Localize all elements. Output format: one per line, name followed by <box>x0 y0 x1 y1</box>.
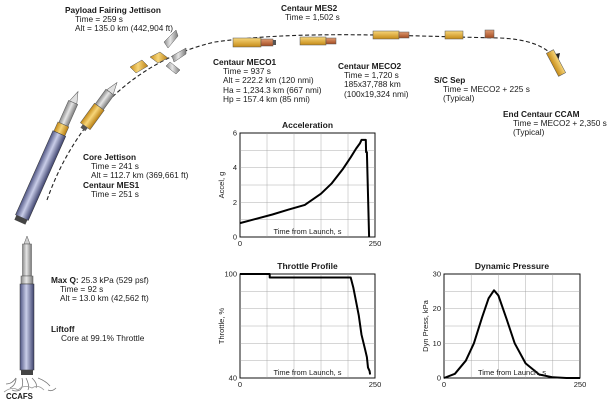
throttle-x-tick-label: 250 <box>369 380 382 389</box>
centaur-meco1-alt: Alt = 222.2 km (120 nmi) <box>223 75 314 86</box>
centaur-mes2-title: Centaur MES2 <box>281 3 338 13</box>
throttle-x-tick-label: 0 <box>238 380 242 389</box>
centaur-meco2-label: Centaur MECO2 Time = 1,720 s 185x37,788 … <box>338 61 409 99</box>
sc-sep-label: S/C Sep Time = MECO2 + 225 s (Typical) <box>434 75 530 104</box>
max-q-pressure: 25.3 kPa (529 psf) <box>78 275 149 285</box>
centaur-meco2 <box>372 30 410 40</box>
dynpress-x-tick-label: 0 <box>442 380 446 389</box>
throttle-x-axis-label: Time from Launch, s <box>273 368 341 377</box>
throttle-y-tick-label: 40 <box>229 374 237 383</box>
end-centaur-ccam-title: End Centaur CCAM <box>503 109 580 119</box>
centaur-meco1-time: Time = 937 s <box>223 66 271 77</box>
rocket-liftoff <box>19 235 35 375</box>
throttle-y-axis-label: Throttle, % <box>217 308 226 345</box>
end-centaur-ccam-time: Time = MECO2 + 2,350 s <box>513 118 607 129</box>
centaur-meco1-perigee: Hp = 157.4 km (85 nmi) <box>223 93 310 104</box>
fairing-jettison-alt: Alt = 135.0 km (442,904 ft) <box>75 23 174 34</box>
sc-sep-time: Time = MECO2 + 225 s <box>443 84 530 95</box>
throttle-data-line <box>240 273 372 375</box>
centaur-mes1-time: Time = 251 s <box>91 188 139 199</box>
dynpress-y-tick-label: 20 <box>433 304 441 313</box>
sc-sep-typical: (Typical) <box>443 93 475 104</box>
core-jettison-label: Core Jettison Time = 241 s Alt = 112.7 k… <box>83 152 189 199</box>
liftoff-label: Liftoff Core at 99.1% Throttle <box>51 324 145 344</box>
dynpress-y-axis-label: Dyn Press, kPa <box>421 299 430 352</box>
accel-data-line <box>239 138 371 238</box>
liftoff-exhaust-plume <box>3 377 57 393</box>
dynpress-y-tick-label: 10 <box>433 339 441 348</box>
accel-y-tick-label: 4 <box>233 163 237 172</box>
liftoff-throttle: Core at 99.1% Throttle <box>61 333 145 344</box>
rocket-core-stage <box>14 90 79 225</box>
centaur-mes2-label: Centaur MES2 Time = 1,502 s <box>281 3 340 23</box>
centaur-meco1-label: Centaur MECO1 Time = 937 s Alt = 222.2 k… <box>213 57 322 104</box>
dynpress-y-tick-label: 0 <box>437 374 441 383</box>
accel-chart-title: Acceleration <box>282 120 333 130</box>
throttle-chart-title: Throttle Profile <box>277 261 338 271</box>
fairing-jettison-label: Payload Fairing Jettison Time = 259 s Al… <box>65 5 174 34</box>
core-jettison-time: Time = 241 s <box>91 161 139 172</box>
max-q-title: Max Q: <box>51 275 79 285</box>
fairing-jettison-title: Payload Fairing Jettison <box>65 5 161 15</box>
dynpress-y-tick-label: 30 <box>433 270 441 279</box>
centaur-meco1-apogee: Ha = 1,234.3 km (667 nmi) <box>223 84 322 95</box>
centaur-ccam <box>546 49 566 77</box>
accel-x-tick-label: 250 <box>369 239 382 248</box>
fairing-jettison-time: Time = 259 s <box>75 14 123 25</box>
centaur-meco2-orbit-nmi: (100x19,324 nmi) <box>344 88 409 99</box>
liftoff-title: Liftoff <box>51 324 75 334</box>
centaur-sc-sep <box>444 29 495 40</box>
core-jettison-alt: Alt = 112.7 km (369,661 ft) <box>91 170 189 181</box>
max-q-time: Time = 92 s <box>60 284 104 295</box>
core-jettison-title: Core Jettison <box>83 152 137 162</box>
accel-y-tick-label: 0 <box>233 233 237 242</box>
centaur-meco2-orbit-km: 185x37,788 km <box>344 79 401 90</box>
accel-x-tick-label: 0 <box>238 239 242 248</box>
accel-y-tick-label: 2 <box>233 198 237 207</box>
dynpress-x-tick-label: 250 <box>574 380 587 389</box>
dynpress-x-axis-label: Time from Launch, s <box>478 368 546 377</box>
sc-sep-title: S/C Sep <box>434 75 466 85</box>
dynpress-data-line <box>443 289 580 379</box>
max-q-label: Max Q: 25.3 kPa (529 psf) Time = 92 s Al… <box>51 275 149 304</box>
launch-site-label: CCAFS <box>6 392 33 401</box>
centaur-meco1 <box>232 37 276 48</box>
end-centaur-ccam-typical: (Typical) <box>513 127 545 138</box>
centaur-meco2-title: Centaur MECO2 <box>338 61 402 71</box>
accel-x-axis-label: Time from Launch, s <box>273 227 341 236</box>
accel-y-axis-label: Accel, g <box>217 172 226 199</box>
end-centaur-ccam-label: End Centaur CCAM Time = MECO2 + 2,350 s … <box>503 109 607 138</box>
max-q-alt: Alt = 13.0 km (42,562 ft) <box>60 293 149 304</box>
centaur-meco1-title: Centaur MECO1 <box>213 57 277 67</box>
centaur-with-fairing <box>80 81 118 132</box>
accel-y-tick-label: 6 <box>233 129 237 138</box>
centaur-mes2 <box>299 36 337 46</box>
centaur-mes1-title: Centaur MES1 <box>83 179 140 190</box>
payload-fairing-halves <box>129 29 187 75</box>
throttle-y-tick-label: 100 <box>224 270 237 279</box>
centaur-mes2-time: Time = 1,502 s <box>285 12 340 23</box>
dynpress-chart-title: Dynamic Pressure <box>475 261 549 271</box>
centaur-meco2-time: Time = 1,720 s <box>344 70 399 81</box>
